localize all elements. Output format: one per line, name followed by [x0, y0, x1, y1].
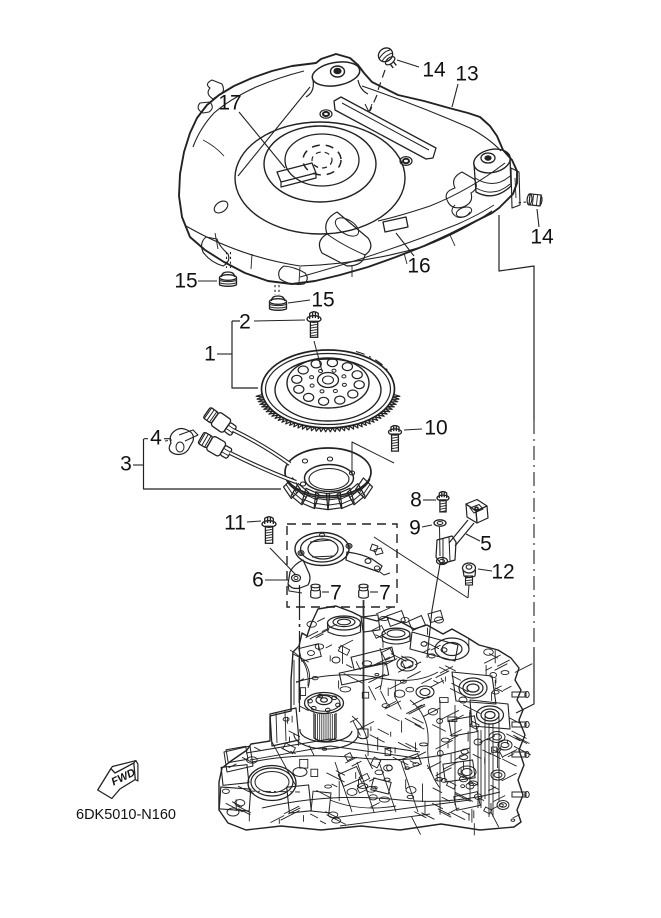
- svg-text:5: 5: [480, 533, 492, 556]
- svg-text:6DK5010-N160: 6DK5010-N160: [76, 807, 176, 823]
- svg-text:11: 11: [224, 512, 246, 535]
- svg-text:12: 12: [491, 561, 514, 584]
- svg-text:3: 3: [120, 453, 132, 476]
- svg-text:14: 14: [422, 59, 446, 82]
- svg-text:16: 16: [407, 255, 430, 278]
- svg-text:13: 13: [455, 63, 478, 86]
- svg-text:9: 9: [409, 517, 421, 540]
- svg-text:4: 4: [150, 427, 162, 450]
- svg-text:1: 1: [204, 343, 216, 366]
- svg-text:6: 6: [252, 569, 264, 592]
- svg-text:7: 7: [330, 582, 342, 605]
- svg-text:2: 2: [239, 311, 251, 334]
- svg-text:15: 15: [311, 289, 334, 312]
- svg-text:7: 7: [379, 582, 391, 605]
- svg-text:17: 17: [218, 92, 241, 115]
- svg-text:8: 8: [410, 489, 422, 512]
- svg-text:10: 10: [424, 417, 447, 440]
- svg-text:14: 14: [530, 226, 554, 249]
- svg-text:15: 15: [174, 270, 197, 293]
